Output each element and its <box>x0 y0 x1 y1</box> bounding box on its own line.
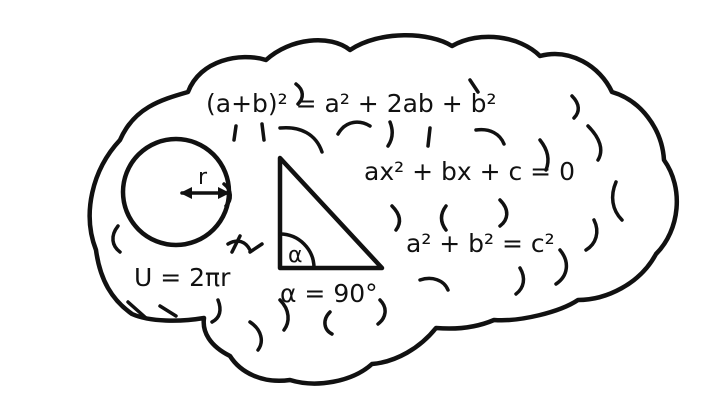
radius-label: r <box>198 165 208 190</box>
brain-outline <box>87 33 680 386</box>
circle-diagram: r <box>120 136 232 248</box>
formula-quadratic: ax² + bx + c = 0 <box>364 157 575 186</box>
radius-arrow-right-icon <box>218 187 230 199</box>
formula-pythagoras: a² + b² = c² <box>406 229 555 258</box>
triangle-diagram: α <box>277 155 385 271</box>
radius-arrow-left-icon <box>180 187 192 199</box>
formula-circumference: U = 2πr <box>134 263 231 292</box>
brain-folds <box>111 78 624 352</box>
formula-angle: α = 90° <box>280 279 378 308</box>
formula-binomial: (a+b)² = a² + 2ab + b² <box>206 89 497 118</box>
angle-arc <box>278 232 316 270</box>
triangle-angle-label: α <box>288 243 303 268</box>
triangle-shape <box>277 155 385 271</box>
